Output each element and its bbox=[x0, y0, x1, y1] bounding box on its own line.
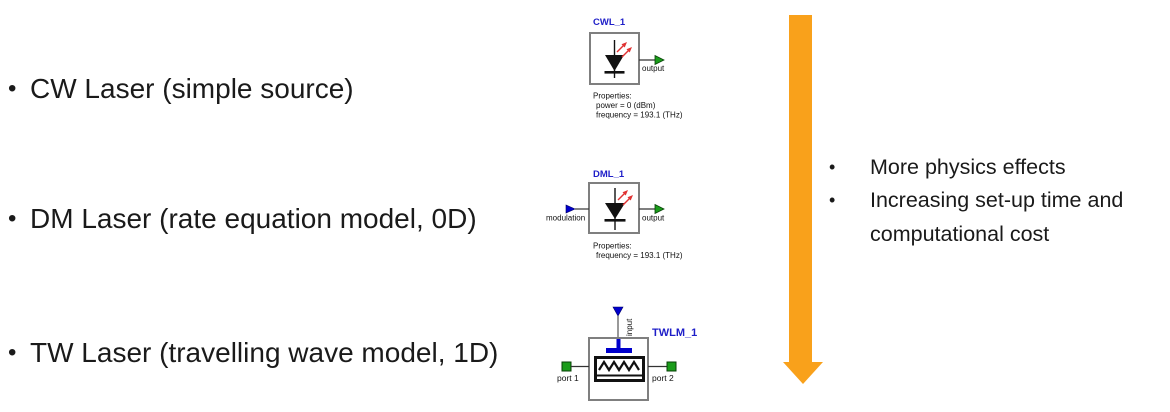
modulation-port-icon bbox=[565, 204, 576, 214]
cwl-title: CWL_1 bbox=[593, 17, 626, 28]
bullet-label-cw-laser: CW Laser (simple source) bbox=[30, 73, 354, 104]
cwl-property-frequency: frequency = 193.1 (THz) bbox=[596, 111, 683, 120]
note-label-cost: Increasing set-up time and computational… bbox=[870, 188, 1124, 246]
bullet-marker: • bbox=[8, 339, 17, 366]
bullet-item-tw-laser: • TW Laser (travelling wave model, 1D) bbox=[8, 337, 498, 369]
note-item-cost: • Increasing set-up time and computation… bbox=[829, 184, 1170, 251]
output-port-icon bbox=[654, 203, 665, 215]
laser-diode-icon bbox=[604, 40, 625, 78]
twlm-title: TWLM_1 bbox=[652, 327, 697, 339]
cwl-properties-header: Properties: bbox=[593, 92, 632, 101]
electrode-icon bbox=[606, 339, 632, 353]
dml-modulation-label: modulation bbox=[546, 214, 585, 223]
bullet-item-dm-laser: • DM Laser (rate equation model, 0D) bbox=[8, 203, 477, 235]
bullet-marker: • bbox=[8, 75, 17, 102]
note-item-physics: • More physics effects bbox=[829, 151, 1170, 184]
twlm-input-label: input bbox=[625, 318, 634, 336]
twlm-port2-label: port 2 bbox=[652, 373, 674, 383]
bullet-label-tw-laser: TW Laser (travelling wave model, 1D) bbox=[30, 337, 499, 368]
laser-diode-icon bbox=[604, 188, 626, 230]
twlm-port1-label: port 1 bbox=[557, 373, 579, 383]
bullet-label-dm-laser: DM Laser (rate equation model, 0D) bbox=[30, 203, 477, 234]
note-label-physics: More physics effects bbox=[870, 155, 1066, 179]
cwl-output-label: output bbox=[642, 64, 665, 73]
twlm-component-schematic: input TWLM_1 port 1 port 2 bbox=[557, 306, 697, 401]
laser-cavity-icon bbox=[594, 356, 645, 382]
bullet-marker: • bbox=[8, 205, 17, 232]
bullet-marker: • bbox=[829, 157, 836, 177]
cwl-component-schematic: CWL_1 output Properties: power = 0 (dBm)… bbox=[589, 17, 683, 120]
cwl-property-power: power = 0 (dBm) bbox=[596, 101, 656, 110]
dml-output-label: output bbox=[642, 214, 665, 223]
dml-properties-header: Properties: bbox=[593, 242, 632, 251]
output-port-icon bbox=[654, 54, 665, 66]
emission-arrows-icon bbox=[617, 190, 633, 206]
bullet-item-cw-laser: • CW Laser (simple source) bbox=[8, 73, 354, 105]
input-port-down-arrow-icon bbox=[612, 306, 624, 317]
dml-title: DML_1 bbox=[593, 169, 625, 180]
bullet-marker: • bbox=[829, 190, 836, 211]
emission-arrows-icon bbox=[616, 42, 632, 58]
dml-property-frequency: frequency = 193.1 (THz) bbox=[596, 251, 683, 260]
port1-square-icon bbox=[561, 361, 572, 372]
dml-component-schematic: DML_1 modulation output Properties: freq… bbox=[546, 169, 683, 260]
orange-down-arrow bbox=[783, 15, 823, 384]
arrow-notes: • More physics effects • Increasing set-… bbox=[829, 151, 1170, 251]
port2-square-icon bbox=[666, 361, 677, 372]
